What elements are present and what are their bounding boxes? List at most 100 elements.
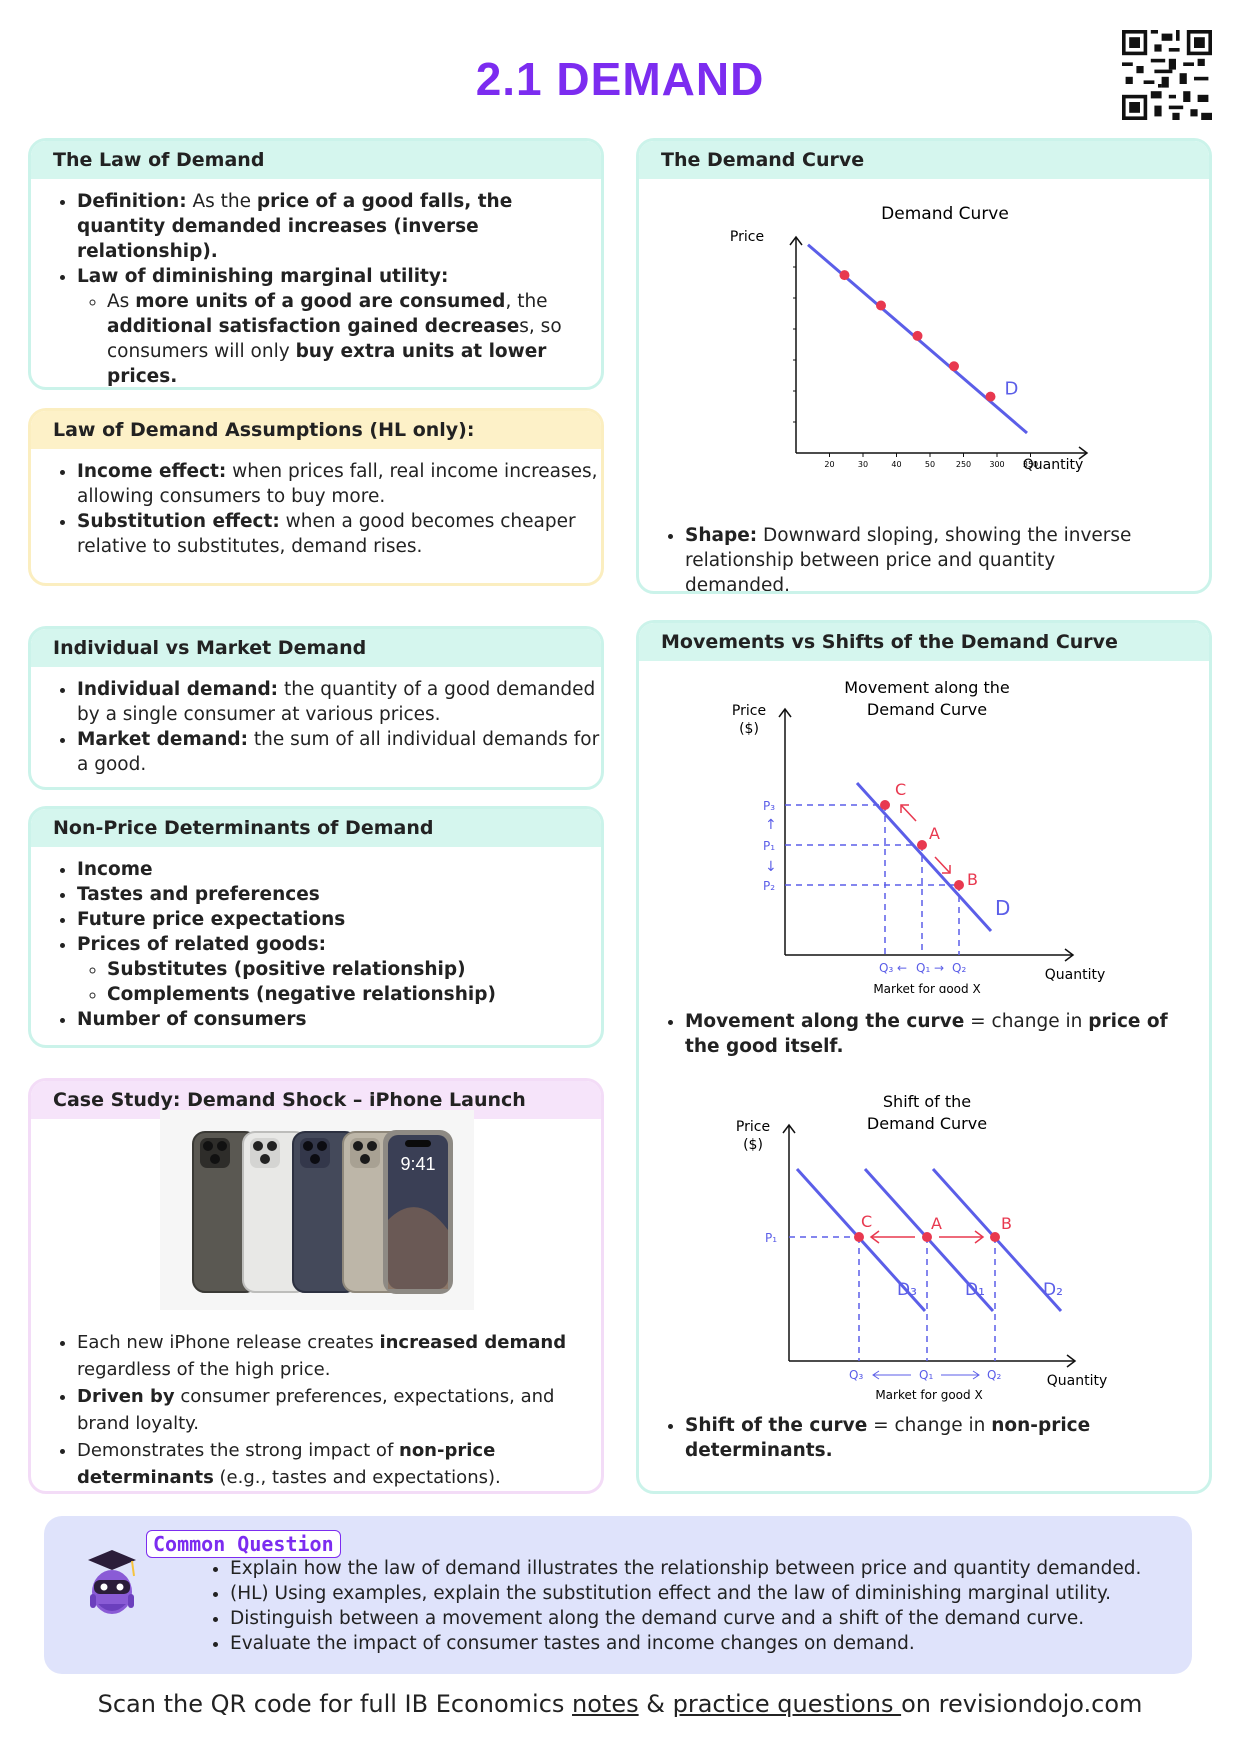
list-item: Prices of related goods: Substitutes (po… [77, 932, 601, 1007]
data-point [839, 270, 850, 281]
iphone-image: 9:41 [160, 1110, 474, 1310]
x-tick-label: 350 [1023, 460, 1038, 469]
shape-list: Shape: Downward sloping, showing the inv… [639, 523, 1165, 591]
point-label-b: B [967, 870, 978, 889]
qty-label-q3: Q₃ [849, 1368, 863, 1382]
list-item: Substitution effect: when a good becomes… [77, 509, 601, 559]
law-of-demand-card: The Law of Demand Definition: As the pri… [28, 138, 604, 390]
notes-link[interactable]: notes [572, 1690, 639, 1718]
chart-subtitle: Demand Curve [867, 700, 987, 719]
list-item: Income effect: when prices fall, real in… [77, 459, 601, 509]
curve-label-d3: D₃ [897, 1280, 917, 1300]
shift-chart: Shift of the Demand Curve Price ($) Quan… [736, 1092, 1107, 1402]
price-label-p1: P₁ [763, 839, 775, 853]
point-label-a: A [931, 1214, 942, 1233]
chart-subtitle: Demand Curve [867, 1114, 987, 1133]
svg-text:↓: ↓ [765, 859, 777, 875]
mascot-icon [88, 1550, 136, 1614]
point-label-c: C [895, 780, 906, 799]
curve-label-d: D [995, 896, 1010, 920]
x-tick-label: 30 [858, 460, 868, 469]
point-label-c: C [861, 1212, 872, 1231]
qr-code-icon [1122, 30, 1212, 120]
nonprice-list: Income Tastes and preferences Future pri… [31, 857, 601, 1032]
y-axis-arrow [789, 235, 803, 246]
movements-shifts-card: Movements vs Shifts of the Demand Curve … [636, 620, 1212, 1494]
list-item: Each new iPhone release creates increase… [77, 1329, 601, 1383]
list-item: Income [77, 857, 601, 882]
list-item: Shape: Downward sloping, showing the inv… [685, 523, 1165, 591]
case-list: Each new iPhone release creates increase… [31, 1329, 601, 1491]
card-header: Individual vs Market Demand [31, 629, 601, 667]
data-point [912, 330, 923, 341]
market-label: Market for good X [873, 982, 980, 993]
qty-label-q1: Q₁ [919, 1368, 933, 1382]
data-point [876, 300, 886, 311]
qty-label-q3: Q₃ [879, 961, 893, 975]
list-item: Law of diminishing marginal utility: As … [77, 264, 601, 387]
x-tick-label: 250 [956, 460, 971, 469]
curve-label-d2: D₂ [1043, 1280, 1063, 1300]
price-label-p1: P₁ [765, 1231, 777, 1245]
data-point [949, 361, 959, 372]
card-header: Non-Price Determinants of Demand [31, 809, 601, 847]
point-label-a: A [929, 824, 940, 843]
list-item: Number of consumers [77, 1007, 601, 1032]
svg-text:←: ← [897, 961, 907, 975]
law-list: Definition: As the price of a good falls… [31, 189, 601, 387]
list-item: (HL) Using examples, explain the substit… [230, 1581, 1141, 1606]
svg-text:↑: ↑ [765, 817, 777, 833]
qty-label-q1: Q₁ [916, 961, 930, 975]
list-item: Driven by consumer preferences, expectat… [77, 1383, 601, 1437]
x-tick-label: 50 [925, 460, 935, 469]
list-item: Future price expectations [77, 907, 601, 932]
common-question-list: Explain how the law of demand illustrate… [190, 1556, 1141, 1656]
chart-title: Movement along the [844, 678, 1010, 697]
data-point [985, 391, 996, 402]
assumptions-list: Income effect: when prices fall, real in… [31, 459, 601, 559]
price-label-p2: P₂ [763, 879, 775, 893]
movement-chart: Movement along the Demand Curve Price ($… [732, 678, 1106, 993]
y-axis-unit: ($) [739, 721, 759, 737]
chart-title: Demand Curve [881, 204, 1009, 224]
market-label: Market for good X [875, 1388, 982, 1402]
y-axis-label: Price [730, 229, 764, 245]
point-label-b: B [1001, 1214, 1012, 1233]
card-header: The Law of Demand [31, 141, 601, 179]
list-item: Individual demand: the quantity of a goo… [77, 677, 601, 727]
phone-time: 9:41 [400, 1154, 435, 1174]
card-header: Law of Demand Assumptions (HL only): [31, 411, 601, 449]
series-label: D [1005, 379, 1019, 400]
footer: Scan the QR code for full IB Economics n… [97, 1690, 1143, 1718]
list-item: Market demand: the sum of all individual… [77, 727, 601, 777]
individual-market-card: Individual vs Market Demand Individual d… [28, 626, 604, 790]
list-item: Movement along the curve = change in pri… [685, 1009, 1195, 1059]
list-item: As more units of a good are consumed, th… [107, 289, 601, 387]
qty-label-q2: Q₂ [987, 1368, 1001, 1382]
y-axis-label: Price [736, 1119, 770, 1135]
page-title: 2.1 DEMAND [475, 53, 765, 105]
indiv-list: Individual demand: the quantity of a goo… [31, 677, 601, 777]
svg-text:→: → [934, 961, 944, 975]
card-header: Movements vs Shifts of the Demand Curve [639, 623, 1209, 661]
common-question-label: Common Question [146, 1530, 341, 1558]
x-axis-label: Quantity [1023, 457, 1084, 473]
curve-label-d1: D₁ [965, 1280, 985, 1300]
movement-list: Movement along the curve = change in pri… [639, 1009, 1195, 1059]
list-item: Substitutes (positive relationship) [107, 957, 601, 982]
card-header: The Demand Curve [639, 141, 1209, 179]
price-label-p3: P₃ [763, 799, 775, 813]
list-item: Shift of the curve = change in non-price… [685, 1413, 1165, 1463]
x-axis-label: Quantity [1045, 967, 1106, 983]
y-axis-label: Price [732, 703, 766, 719]
chart-title: Shift of the [883, 1092, 971, 1111]
qty-label-q2: Q₂ [952, 961, 966, 975]
list-item: Evaluate the impact of consumer tastes a… [230, 1631, 1141, 1656]
practice-questions-link[interactable]: practice questions [672, 1690, 902, 1718]
y-axis-unit: ($) [743, 1137, 763, 1153]
list-item: Definition: As the price of a good falls… [77, 189, 601, 264]
non-price-card: Non-Price Determinants of Demand Income … [28, 806, 604, 1048]
x-tick-label: 20 [824, 460, 834, 469]
list-item: Demonstrates the strong impact of non-pr… [77, 1437, 601, 1491]
